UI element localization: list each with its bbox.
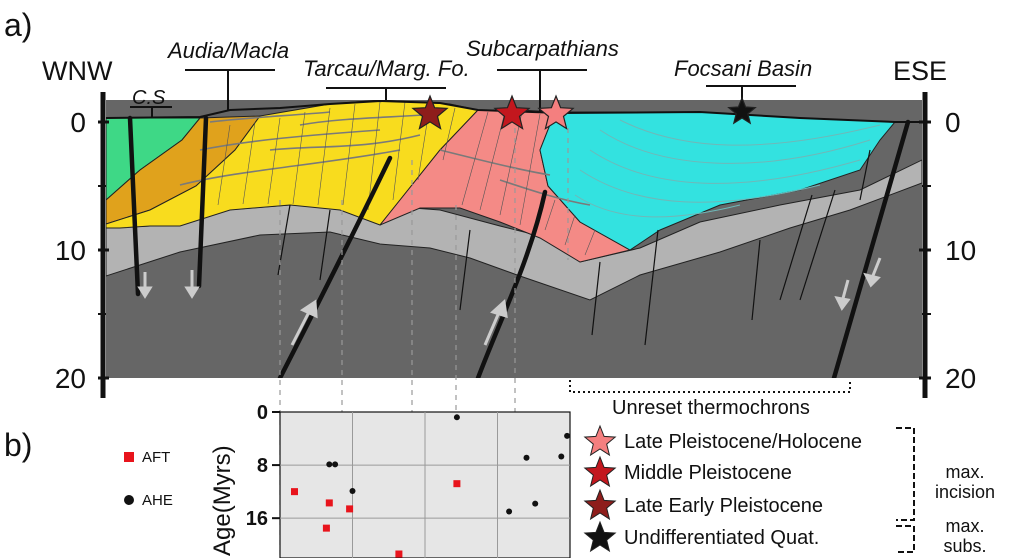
chart-point-ahe-5 (523, 454, 530, 461)
legend-brackets (896, 427, 915, 553)
age-scatter-chart: 0 8 16 Age(Myrs) (209, 402, 571, 558)
legend-star-late-pleistocene-holocene (583, 424, 617, 457)
chart-point-ahe-2 (349, 487, 356, 494)
label-focsani: Focsani Basin (674, 56, 812, 81)
label-audia: Audia/Macla (166, 38, 289, 63)
section-stars (411, 94, 757, 130)
legend-ahe-label: AHE (142, 492, 173, 509)
label-tarcau: Tarcau/Marg. Fo. (303, 56, 470, 81)
legend-label-middle-pleistocene: Middle Pleistocene (624, 462, 792, 484)
legend-star-late-early-pleistocene (583, 488, 617, 521)
chart-ytick-label-1: 8 (257, 455, 268, 477)
chart-point-ahe-6 (532, 500, 539, 507)
chart-ytick-label-0: 0 (257, 402, 268, 424)
fine-hatching (217, 101, 596, 256)
legend-aft-label: AFT (142, 449, 170, 466)
cyan-contours (574, 119, 881, 218)
star-late-pleistocene-holocene (537, 94, 575, 130)
legend-label-late-pleistocene-holocene: Late Pleistocene/Holocene (624, 431, 862, 453)
chart-point-ahe-3 (453, 414, 460, 421)
star-late-early-pleistocene (411, 94, 449, 130)
minor-faults (277, 149, 871, 346)
unreset-bracket (569, 380, 851, 393)
chart-point-ahe-4 (506, 508, 513, 515)
star-legend: Late Pleistocene/Holocene Middle Pleisto… (583, 424, 862, 553)
legend-ahe-marker (124, 495, 134, 505)
chart-legend: AFT AHE (124, 449, 173, 509)
legend-label-late-early-pleistocene: Late Early Pleistocene (624, 495, 823, 517)
depth-axis-left: 0 10 20 (55, 92, 109, 398)
chart-point-aft-2 (322, 524, 330, 532)
bracket-label-subs: max.subs. (943, 516, 986, 556)
depth-tick-right-20: 20 (945, 363, 976, 394)
direction-left: WNW (42, 56, 113, 86)
panel-b-label: b) (4, 427, 32, 463)
star-middle-pleistocene (493, 94, 531, 130)
legend-aft-marker (124, 452, 134, 462)
legend-star-undifferentiated-quat (583, 520, 617, 553)
star-undifferentiated-quat (727, 96, 757, 125)
cross-section (106, 100, 922, 378)
label-cs: C.S (132, 87, 166, 109)
bracket-label-incision-line1: max.incision (935, 462, 995, 502)
depth-tick-right-10: 10 (945, 235, 976, 266)
chart-point-aft-1 (325, 499, 333, 507)
projection-lines (279, 128, 569, 558)
legend-star-middle-pleistocene (583, 455, 617, 488)
chart-y-ticks: 0 8 16 (246, 402, 280, 530)
depth-tick-left-0: 0 (70, 107, 86, 138)
chart-point-aft-4 (395, 550, 403, 558)
unreset-label: Unreset thermochrons (612, 397, 810, 419)
panel-a-label: a) (4, 7, 32, 43)
chart-ylabel: Age(Myrs) (209, 445, 236, 556)
direction-right: ESE (893, 56, 947, 86)
chart-point-ahe-1 (332, 461, 339, 468)
major-faults (127, 115, 911, 378)
depth-tick-left-10: 10 (55, 235, 86, 266)
chart-point-aft-0 (291, 488, 298, 496)
chart-point-aft-5 (453, 480, 461, 488)
chart-point-ahe-7 (558, 453, 565, 460)
chart-ytick-label-2: 16 (246, 508, 268, 530)
motion-arrows (137, 257, 882, 346)
depth-tick-right-0: 0 (945, 107, 961, 138)
chart-point-ahe-0 (326, 461, 333, 468)
topography-line (106, 100, 922, 123)
depth-tick-left-20: 20 (55, 363, 86, 394)
chart-point-ahe-8 (564, 432, 571, 439)
chart-points (291, 414, 571, 558)
legend-label-undifferentiated-quat: Undifferentiated Quat. (624, 527, 819, 549)
depth-axis-right: 0 10 20 (919, 92, 976, 398)
unit-labels: C.S Audia/Macla Tarcau/Marg. Fo. Subcarp… (130, 36, 812, 118)
chart-point-aft-3 (346, 505, 354, 513)
label-subcarpathians: Subcarpathians (466, 36, 619, 61)
